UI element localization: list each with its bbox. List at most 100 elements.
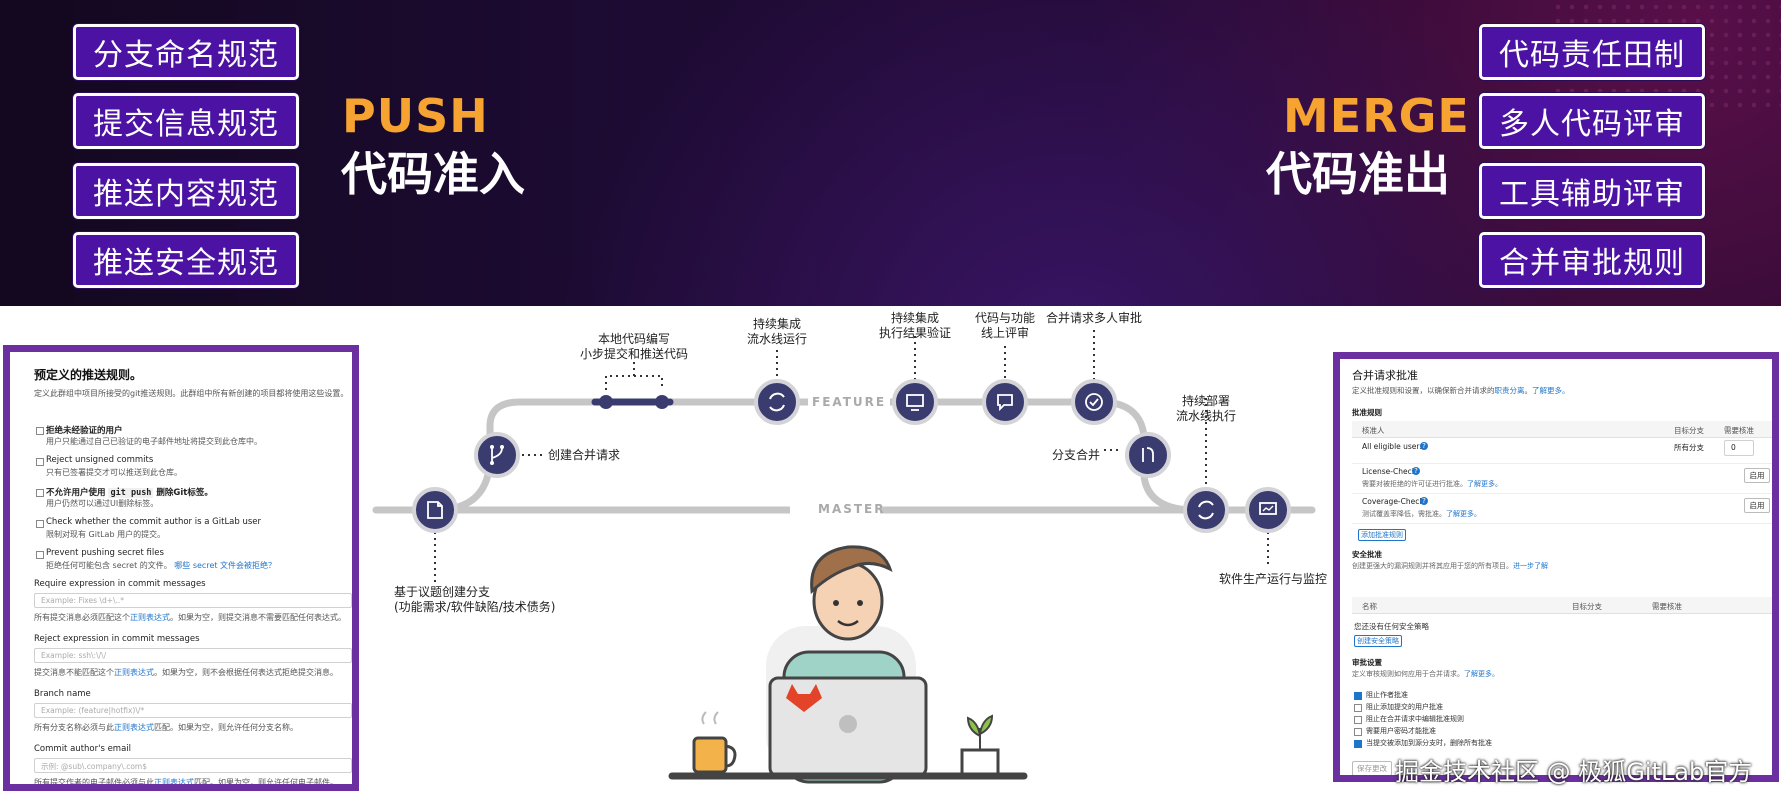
merge-icon <box>1142 447 1154 462</box>
merge-subtitle: 代码准出 <box>1266 147 1450 201</box>
label-online-review: 代码与功能线上评审 <box>966 311 1044 341</box>
label-online-review-line2: 线上评审 <box>980 326 1029 340</box>
check-author-gitlab-user[interactable] <box>36 520 44 528</box>
add-approval-rule-button[interactable]: 添加批准规则 <box>1358 529 1406 541</box>
new-file-icon <box>427 501 443 519</box>
settings-learn-more-link[interactable]: 了解更多。 <box>1464 670 1499 678</box>
master-track-label: MASTER <box>818 502 886 516</box>
security-header-name: 名称 <box>1362 602 1377 611</box>
security-table-header: 名称 目标分支 需要核准 <box>1352 597 1772 614</box>
branch-icon-dot-a <box>490 445 494 449</box>
reject-expr-help-b: 。如果为空，则不会根据任何表达式拒绝提交消息。 <box>154 668 338 677</box>
push-rules-description: 定义此群组中项目所接受的git推送规则。此群组中所有新创建的项目都将使用这些设置… <box>34 389 349 398</box>
node-branch-merge-circle <box>1125 432 1171 478</box>
help-icon[interactable]: ? <box>1420 497 1428 505</box>
steam-icon <box>701 711 719 725</box>
author-email-placeholder: 示例: @sub\.company\.com$ <box>41 762 148 771</box>
reject-expr-input[interactable]: Example: ssh\:\/\/ <box>34 648 352 663</box>
help-icon[interactable]: ? <box>1412 467 1420 475</box>
push-title: PUSH <box>342 89 489 143</box>
author-email-help-b: 匹配。如果为空，则允许任何电子邮件。 <box>194 778 338 787</box>
check-delete-tags[interactable] <box>36 489 44 497</box>
label-multi-approve: 合并请求多人审批 <box>1045 311 1142 325</box>
author-email-input[interactable]: 示例: @sub\.company\.com$ <box>34 758 352 773</box>
label-branch-merge: 分支合并 <box>1051 448 1100 462</box>
rule-all-users-name: All eligible users <box>1362 442 1424 451</box>
branch-name-input[interactable]: Example: (feature|hotfix)\/* <box>34 703 352 718</box>
merge-approvals-desc-b: 。 <box>1524 386 1533 395</box>
comment-icon <box>997 394 1013 412</box>
reject-expr-placeholder: Example: ssh\:\/\/ <box>41 651 107 660</box>
label-create-branch-line1: 基于议题创建分支 <box>394 585 491 599</box>
label-ci-verify-line1: 持续集成 <box>890 311 939 325</box>
approvals-required-input[interactable]: 0 <box>1724 440 1754 456</box>
rule-coverage-desc: 测试覆盖率降低，需批准。了解更多。 <box>1362 509 1481 519</box>
mug <box>692 736 728 774</box>
check-delete-tags-desc: 用户仍然可以通过UI删除标签。 <box>46 499 159 508</box>
license-learn-more-link[interactable]: 了解更多。 <box>1467 480 1502 488</box>
label-ci-run-line1: 持续集成 <box>752 317 801 331</box>
pill-tool-review: 工具辅助评审 <box>1479 163 1705 219</box>
merge-approvals-desc-a: 定义批准规则和设置，以确保新合并请求的 <box>1352 386 1495 395</box>
plant-pot <box>960 748 1000 776</box>
label-ci-run: 持续集成流水线运行 <box>742 317 812 347</box>
rule-license-name: License-Check <box>1362 467 1417 476</box>
master-label-bg <box>790 499 880 521</box>
label-local-code: 本地代码编写小步提交和推送代码 <box>576 332 692 362</box>
node-ci-verify <box>892 379 938 425</box>
require-expr-help-a: 所有提交消息必须匹配这个 <box>34 613 130 622</box>
check-unsigned-commits[interactable] <box>36 458 44 466</box>
setting-prevent-committers-checkbox[interactable] <box>1354 704 1362 712</box>
label-monitor: 软件生产运行与监控 <box>1218 572 1327 586</box>
security-learn-more-link[interactable]: 进一步了解 <box>1513 562 1548 570</box>
branch-name-regex-link[interactable]: 正则表达式 <box>114 723 154 732</box>
setting-remove-approvals-checkbox[interactable] <box>1354 740 1362 748</box>
require-expr-regex-link[interactable]: 正则表达式 <box>130 613 170 622</box>
field-reject-expr-help: 提交消息不能匹配这个正则表达式。如果为空，则不会根据任何表达式拒绝提交消息。 <box>34 667 338 678</box>
node-multi-approve-circle <box>1071 379 1117 425</box>
author-email-regex-link[interactable]: 正则表达式 <box>154 778 194 787</box>
check-unsigned-commits-desc: 只有已签署提交才可以推送到此仓库。 <box>46 468 182 477</box>
setting-prevent-edit-rules-label: 阻止在合并请求中编辑批准规则 <box>1366 715 1464 723</box>
check-secret-files-label: Prevent pushing secret files <box>46 548 164 558</box>
check-delete-tags-label-b: 删除Git标签。 <box>156 488 213 498</box>
require-expr-input[interactable]: Example: Fixes \d+\..* <box>34 593 352 608</box>
help-icon[interactable]: ? <box>1420 442 1428 450</box>
reject-expr-regex-link[interactable]: 正则表达式 <box>114 668 154 677</box>
setting-prevent-author-label: 阻止作者批准 <box>1366 691 1408 699</box>
enable-license-check-button[interactable]: 启用 <box>1744 468 1770 483</box>
feature-label-bg <box>808 392 890 412</box>
check-verified-users[interactable] <box>36 427 44 435</box>
node-ci-verify-circle <box>892 379 938 425</box>
save-changes-button[interactable]: 保存更改 <box>1352 761 1392 775</box>
author-email-help-a: 所有提交作者的电子邮件必须与此 <box>34 778 154 787</box>
pill-push-content: 推送内容规范 <box>73 163 299 219</box>
branch-name-help-b: 匹配。如果为空，则允许任何分支名称。 <box>154 723 298 732</box>
label-local-code-line2: 小步提交和推送代码 <box>579 347 688 361</box>
branch-icon-dot-c <box>490 461 494 465</box>
setting-remove-approvals-label: 当提交被添加到源分支时，删除所有批准 <box>1366 739 1492 747</box>
rules-header-branch: 目标分支 <box>1674 426 1704 435</box>
node-online-review-circle <box>982 379 1028 425</box>
check-secret-files[interactable] <box>36 551 44 559</box>
field-reject-expr-label: Reject expression in commit messages <box>34 634 200 644</box>
pill-code-ownership: 代码责任田制 <box>1479 24 1705 80</box>
branch-name-placeholder: Example: (feature|hotfix)\/* <box>41 706 145 715</box>
developer-hair <box>810 545 893 595</box>
enable-coverage-check-button[interactable]: 启用 <box>1744 498 1770 513</box>
setting-prevent-edit-rules-checkbox[interactable] <box>1354 716 1362 724</box>
merge-approvals-learn-more-link[interactable]: 了解更多。 <box>1532 386 1570 395</box>
setting-require-password-checkbox[interactable] <box>1354 728 1362 736</box>
approvals-required-value: 0 <box>1731 443 1736 452</box>
coverage-learn-more-link[interactable]: 了解更多。 <box>1446 510 1481 518</box>
laptop-logo-dot <box>839 715 857 733</box>
separation-of-duties-link[interactable]: 职责分离 <box>1494 386 1525 395</box>
feature-track-label: FEATURE <box>812 395 887 409</box>
label-ci-verify-line2: 执行结果验证 <box>878 326 951 340</box>
secret-files-link[interactable]: 哪些 secret 文件会被拒绝？ <box>174 561 277 570</box>
check-secret-files-desc: 拒绝任何可能包含 secret 的文件。 哪些 secret 文件会被拒绝？ <box>46 560 276 571</box>
setting-prevent-author-checkbox[interactable] <box>1354 692 1362 700</box>
reject-expr-help-a: 提交消息不能匹配这个 <box>34 668 114 677</box>
create-security-policy-button[interactable]: 创建安全策略 <box>1354 635 1402 647</box>
push-subtitle: 代码准入 <box>341 147 525 201</box>
